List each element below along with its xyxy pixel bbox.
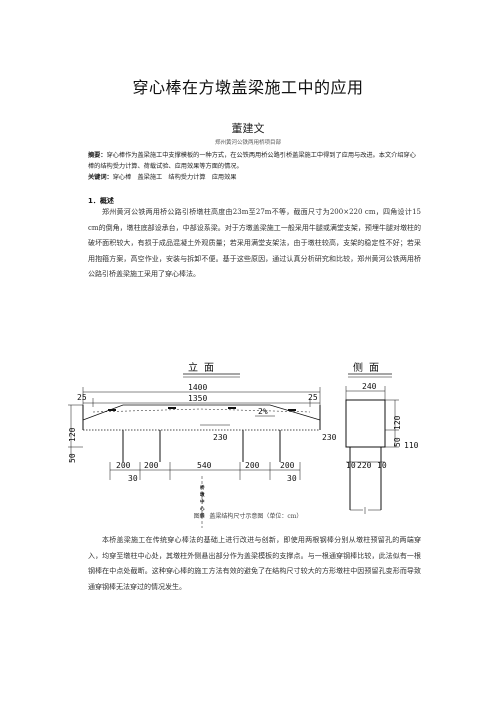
centerline-char-2: 墩	[200, 491, 205, 498]
dim-inner: 1350	[188, 394, 207, 403]
centerline-char-3: 中	[200, 498, 205, 505]
dim-bottom-3: 540	[197, 461, 212, 470]
centerline-char-1: 桥	[200, 484, 205, 491]
abstract: 摘要：穿心棒作为盖梁施工中支撑模板的一种方式，在公铁两用桥公路引桥盖梁施工中得到…	[88, 151, 418, 172]
keywords: 关键词：穿心棒 盖梁施工 结构受力计算 应用效果	[88, 172, 418, 181]
abstract-label: 摘要：	[88, 152, 107, 159]
dim-height-left: 120	[68, 427, 77, 442]
dim-bottom-4: 200	[245, 461, 260, 470]
figure-caption: 图1 盖梁结构尺寸示意图（单位：cm）	[193, 513, 303, 520]
dim-height-left-b: 50	[68, 453, 77, 463]
paragraph-overview: 郑州黄河公铁两用桥公路引桥墩柱高度由23m至27m不等，截面尺寸为200×220…	[88, 208, 421, 278]
side-dim-bottom-2: 220	[357, 461, 372, 470]
keywords-text: 穿心棒 盖梁施工 结构受力计算 应用效果	[112, 174, 237, 181]
dim-left-end: 25	[77, 393, 87, 402]
dim-column-height: 230	[213, 433, 228, 442]
side-dim-right-a: 120	[393, 415, 402, 430]
dim-bottom-5: 200	[280, 461, 295, 470]
side-dim-right-b: 50	[393, 437, 402, 447]
author-name: 董建文	[231, 122, 265, 135]
dim-bottom-small-left: 30	[128, 474, 138, 483]
dim-overall: 1400	[188, 383, 207, 392]
abstract-text: 穿心棒作为盖梁施工中支撑模板的一种方式，在公铁两用桥公路引桥盖梁施工中得到了应用…	[88, 152, 416, 170]
centerline-label: 桥 墩 中 心 线	[200, 484, 206, 519]
section-heading-overview: 1．概述	[88, 197, 114, 205]
centerline-char-5: 线	[200, 512, 205, 519]
author-affiliation: 郑州黄河公铁两用桥项目部	[214, 140, 281, 146]
side-dim-right-c: 110	[404, 441, 419, 450]
side-dim-top: 240	[362, 382, 377, 391]
dim-bottom-small-right: 30	[287, 474, 297, 483]
paragraph-method: 本桥盖梁施工在传统穿心棒法的基础上进行改进与创新，即使用两根钢棒分别从墩柱预留孔…	[88, 536, 421, 591]
side-dim-bottom-1: 10	[346, 461, 356, 470]
paper-title: 穿心棒在方墩盖梁施工中的应用	[132, 78, 364, 97]
keywords-label: 关键词：	[88, 174, 113, 181]
side-dim-height: 230	[322, 433, 337, 442]
side-view-title: 侧 面	[353, 361, 379, 374]
side-dim-bottom-3: 10	[377, 461, 387, 470]
dim-slope: 2%	[258, 407, 268, 416]
centerline-char-4: 心	[200, 505, 205, 512]
front-view-title: 立 面	[188, 361, 214, 374]
dim-bottom-1: 200	[116, 461, 131, 470]
dim-bottom-2: 200	[144, 461, 159, 470]
dim-right-end: 25	[308, 393, 318, 402]
